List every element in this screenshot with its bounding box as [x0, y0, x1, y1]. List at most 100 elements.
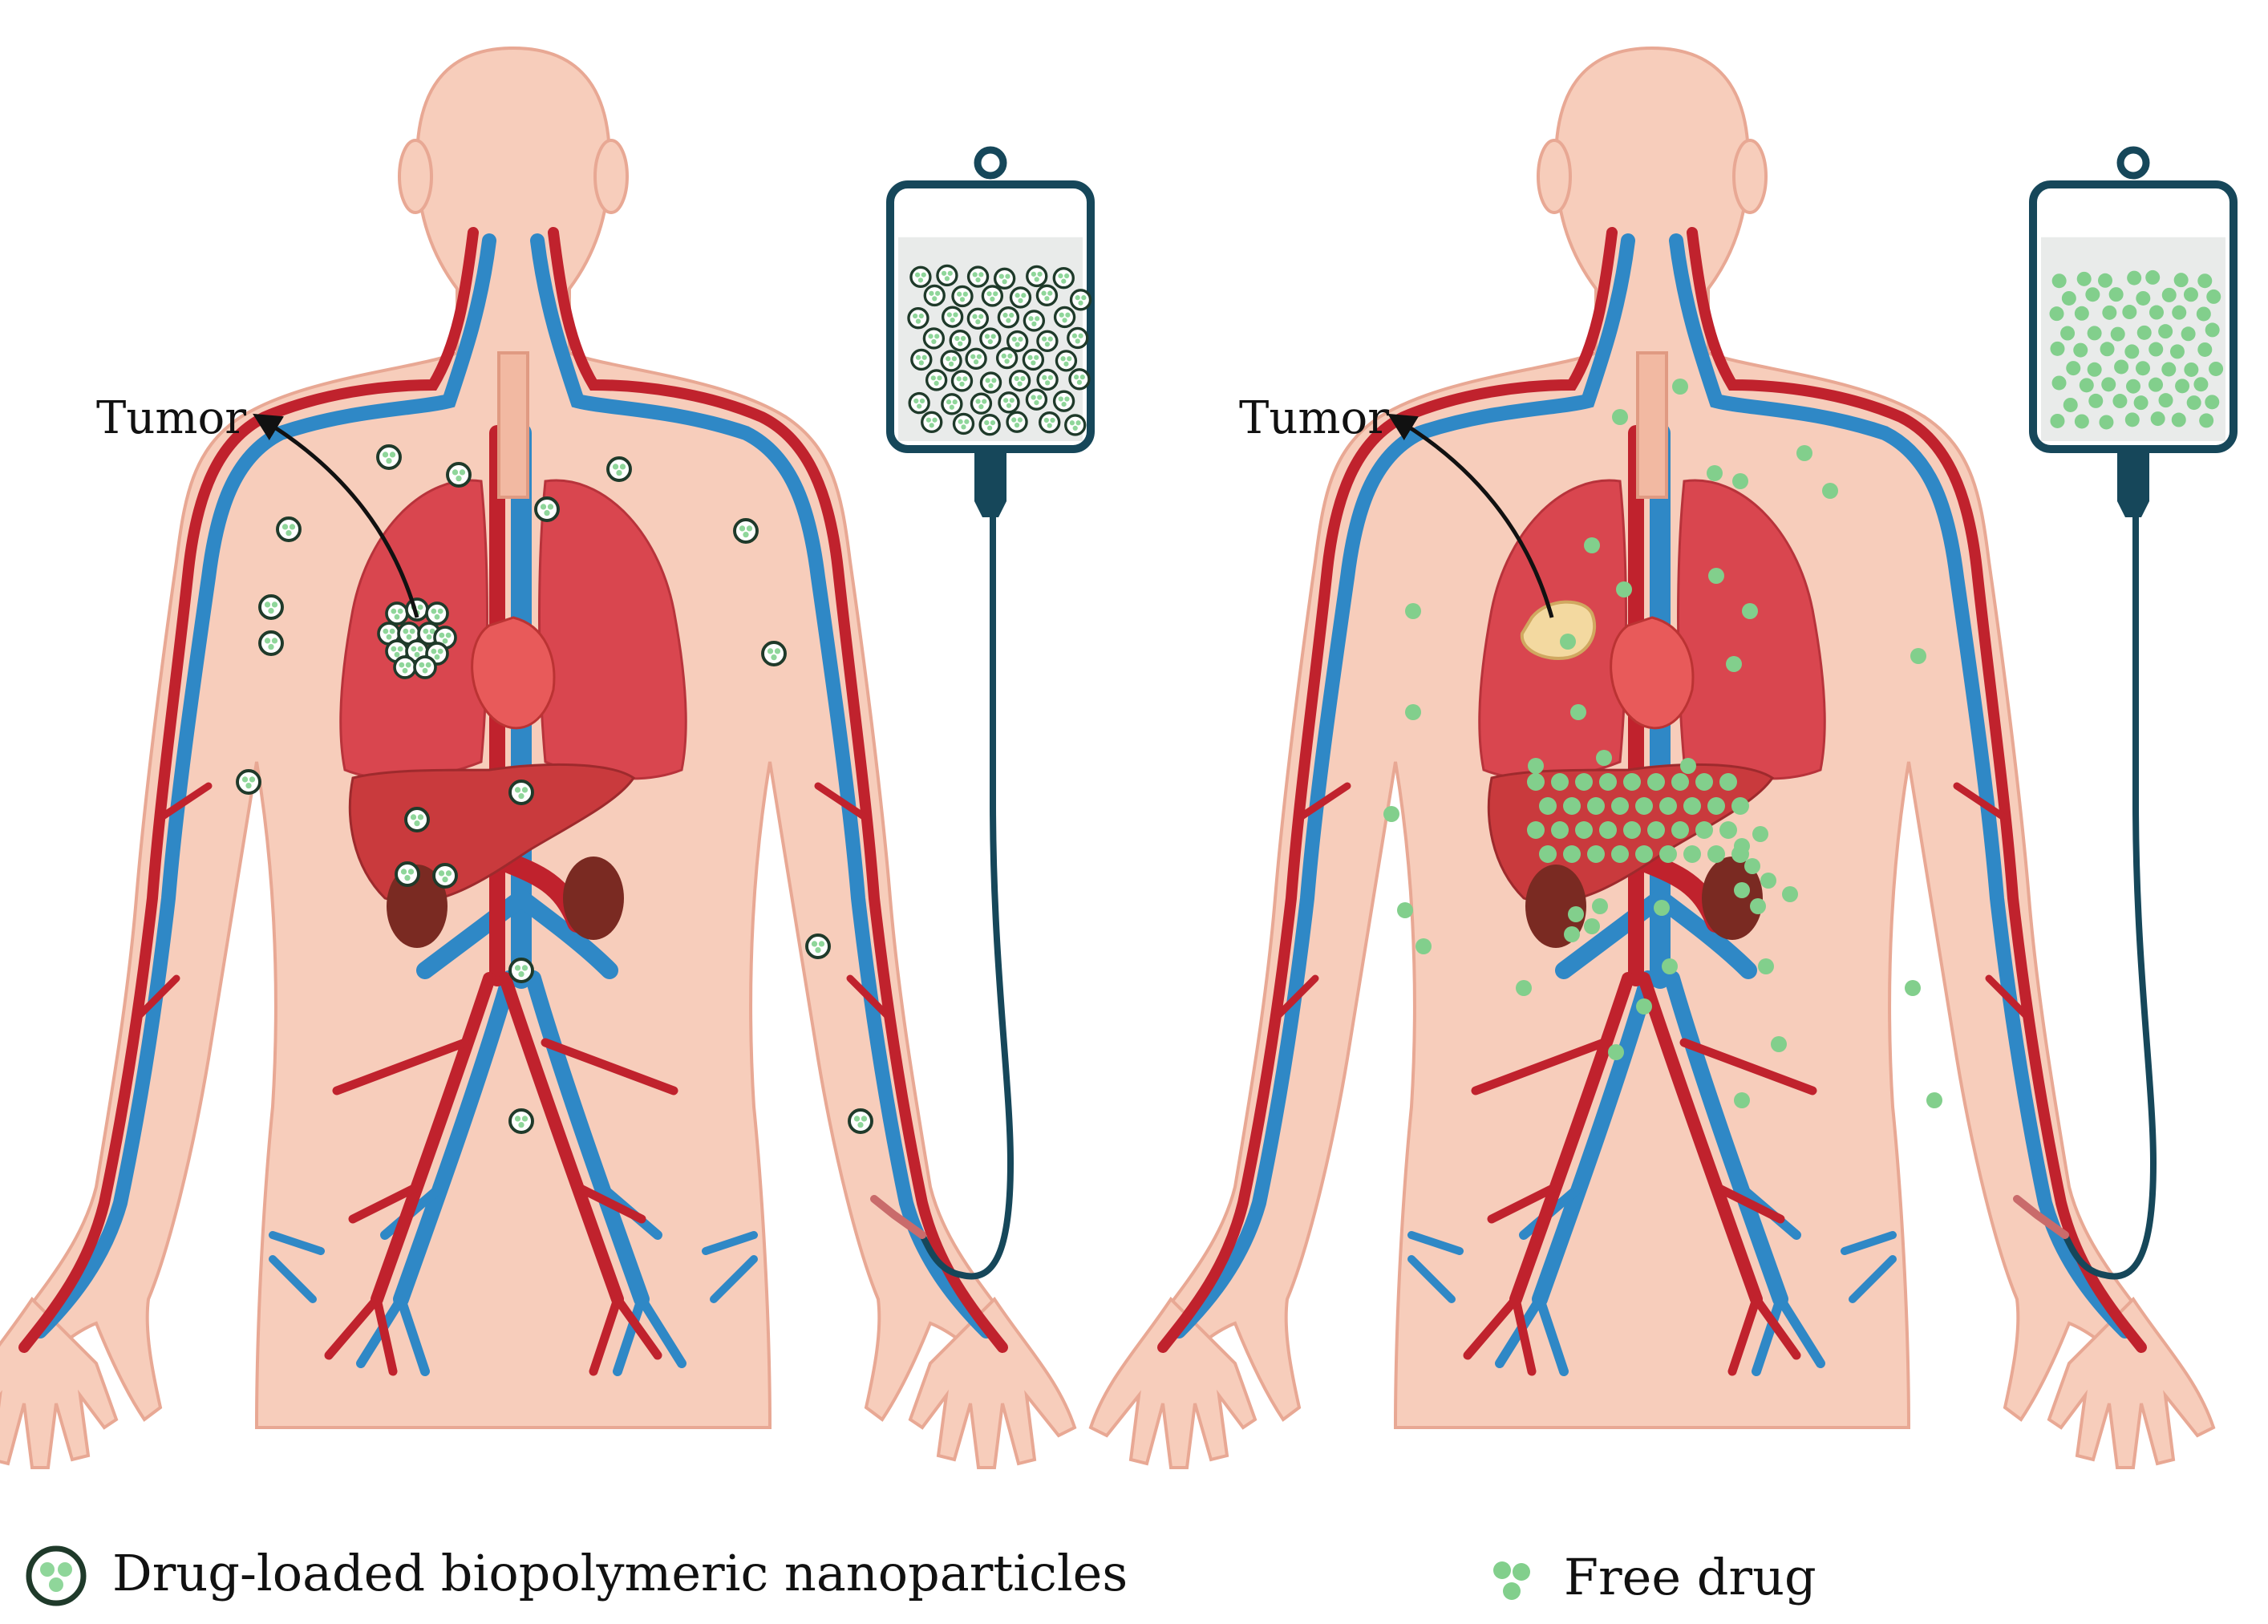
nanoparticle — [966, 307, 990, 330]
free-drug-particle — [2102, 305, 2117, 320]
nanoparticle — [395, 861, 420, 887]
nanoparticle — [1026, 265, 1048, 288]
legend-nanoparticle-symbol — [26, 1545, 87, 1606]
nanoparticle — [1022, 348, 1045, 371]
free-drug-particle — [2087, 362, 2102, 377]
free-drug-particle — [1671, 821, 1689, 839]
free-drug-particle — [1611, 845, 1629, 863]
free-drug-particle — [2098, 273, 2113, 288]
free-drug-particle — [1528, 758, 1544, 774]
free-drug-particle — [1397, 902, 1413, 918]
free-drug-particle — [1415, 938, 1432, 954]
free-drug-particle — [2088, 393, 2104, 408]
nanoparticle — [1006, 330, 1029, 353]
free-drug-particle — [1405, 704, 1421, 720]
nanoparticle — [1036, 330, 1059, 352]
free-drug-particle — [1659, 845, 1677, 863]
free-drug-particle — [1708, 568, 1724, 584]
iv-bag-hook — [974, 146, 1007, 180]
nanoparticle — [1068, 368, 1091, 391]
free-drug-particle — [1707, 797, 1725, 815]
iv-drip-chamber — [974, 449, 1006, 517]
nanoparticle — [979, 327, 1002, 350]
free-drug-particle — [2172, 305, 2187, 320]
free-drug-particle — [1719, 821, 1737, 839]
iv-bag-nanoparticles — [907, 264, 1092, 436]
free-drug-particle — [2186, 395, 2201, 411]
free-drug-particle — [1596, 750, 1612, 766]
free-drug-particle — [2205, 395, 2220, 410]
free-drug-particle — [1551, 821, 1569, 839]
free-drug-particle — [2150, 411, 2165, 427]
free-drug-particle — [1771, 1036, 1787, 1052]
nanoparticle — [1052, 267, 1075, 290]
iv-tube — [2062, 517, 2157, 1280]
tumor-arrow-left — [253, 413, 419, 618]
free-drug-particle — [2183, 287, 2198, 302]
free-drug-particle — [1383, 806, 1399, 822]
nanoparticle — [995, 346, 1019, 370]
free-drug-particle — [1662, 958, 1678, 974]
tumor-right — [1520, 600, 1597, 660]
free-drug-particle — [2051, 375, 2067, 391]
free-drug-particle — [1564, 926, 1580, 942]
free-drug-particle — [2149, 377, 2164, 392]
nanoparticle — [907, 306, 929, 330]
free-drug-particle — [1822, 483, 1838, 499]
free-drug-particle — [1782, 886, 1798, 902]
free-drug-particle — [1587, 797, 1605, 815]
nanoparticle — [1039, 411, 1061, 434]
free-drug-particle — [2099, 415, 2114, 430]
free-drug-particle — [1563, 797, 1581, 815]
free-drug-particle — [2173, 273, 2189, 288]
free-drug-particle — [1905, 980, 1921, 996]
free-drug-particle — [1575, 821, 1593, 839]
free-drug-particle — [1672, 379, 1688, 395]
nanoparticle — [978, 414, 1001, 436]
free-drug-particle — [1760, 873, 1776, 889]
free-drug-particle — [2171, 412, 2186, 427]
free-drug-particle — [1584, 918, 1600, 934]
nanoparticle — [1009, 286, 1032, 309]
tumor-label-left: Tumor — [96, 392, 246, 444]
free-drug-particle — [1551, 773, 1569, 791]
free-drug-particle — [1560, 634, 1576, 650]
free-drug-particle — [1796, 445, 1812, 461]
nanoparticle — [258, 594, 284, 620]
nanoparticle — [909, 265, 932, 289]
free-drug-particle — [1750, 898, 1766, 914]
free-drug-particle — [1570, 704, 1586, 720]
free-drug-particle — [1758, 958, 1774, 974]
free-drug-particle — [1742, 603, 1758, 619]
nanoparticle — [979, 371, 1002, 394]
free-drug-particle — [1635, 845, 1653, 863]
free-drug-particle — [2122, 305, 2137, 320]
nanoparticle — [1025, 388, 1048, 411]
free-drug-particle — [1695, 821, 1713, 839]
free-drug-particle — [2175, 379, 2190, 394]
nanoparticle — [1008, 369, 1031, 392]
nanoparticle — [925, 369, 948, 391]
free-drug-particle — [2074, 414, 2089, 429]
nanoparticle — [1067, 326, 1089, 350]
free-drug-particle — [2181, 326, 2196, 342]
free-drug-particle — [1592, 898, 1608, 914]
free-drug-particle — [1612, 409, 1628, 425]
free-drug-particle — [1527, 821, 1545, 839]
free-drug-particle — [2051, 273, 2067, 289]
free-drug-particle — [2127, 270, 2142, 286]
nanoparticle — [413, 655, 437, 679]
nanoparticle — [508, 958, 534, 983]
free-drug-particle — [2145, 269, 2161, 285]
legend-free-drug-symbol — [1493, 1561, 1530, 1600]
free-drug-particle — [1527, 773, 1545, 791]
nanoparticle — [1036, 368, 1059, 391]
nanoparticle — [376, 444, 402, 470]
free-drug-particle — [1732, 473, 1748, 489]
free-drug-particle — [1616, 581, 1632, 597]
free-drug-particle — [1575, 773, 1593, 791]
free-drug-particle — [2133, 395, 2149, 411]
free-drug-particle — [2124, 344, 2140, 359]
nanoparticle — [910, 348, 933, 371]
free-drug-particle — [2206, 289, 2221, 304]
